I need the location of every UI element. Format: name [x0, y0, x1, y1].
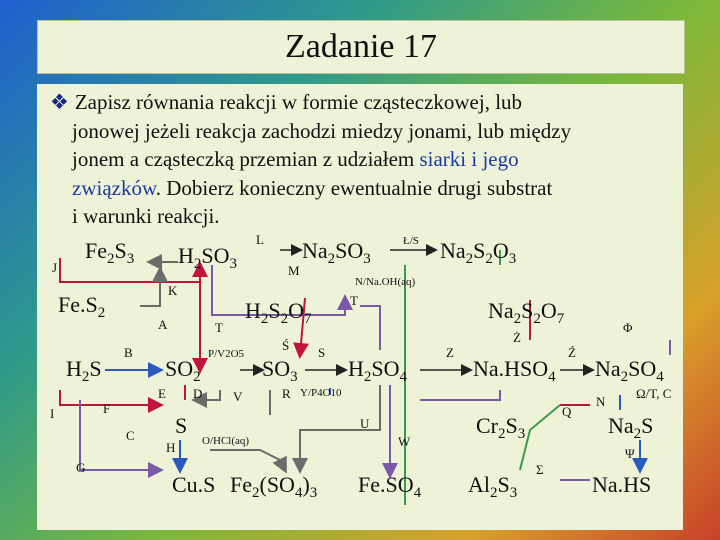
label-Psi: Ψ	[625, 446, 635, 461]
compound-nahs: Na.HS	[592, 472, 651, 497]
compound-h2so4: H2SO4	[348, 356, 408, 385]
label-Q: Q	[562, 404, 572, 419]
label-Z-acute: Ź	[568, 345, 576, 360]
arrows	[59, 244, 671, 505]
page-title: Zadanie 17	[285, 28, 437, 65]
bullet-icon: ❖	[50, 90, 69, 114]
compound-feso4: Fe.SO4	[358, 472, 422, 501]
label-Z-dot: Ż	[513, 330, 521, 345]
label-N-NaOH: N/Na.OH(aq)	[355, 276, 416, 288]
label-V: V	[233, 389, 243, 404]
label-U: U	[360, 416, 370, 431]
label-S: S	[318, 345, 325, 360]
compound-na2so3: Na2SO3	[302, 238, 371, 267]
compound-h2so3: H2SO3	[178, 243, 237, 272]
label-E: E	[158, 386, 166, 401]
compound-fe2so43: Fe2(SO4)3	[230, 472, 317, 501]
compound-cr2s3: Cr2S3	[476, 413, 525, 442]
label-R: R	[282, 386, 291, 401]
label-W: W	[398, 434, 411, 449]
compound-fes2: Fe.S2	[58, 292, 105, 321]
label-Y-P4O10: Y/P4O10	[300, 387, 342, 399]
compound-so2: SO2	[165, 356, 201, 385]
compound-na2s2o7: Na2S2O7	[488, 298, 565, 327]
label-Phi: Φ	[623, 320, 633, 335]
label-L: L	[256, 232, 264, 247]
reaction-labels: J L M Ł/S N/Na.OH(aq) K T A T Ż Φ B P/V2…	[50, 232, 671, 477]
compound-h2s: H2S	[66, 356, 102, 385]
compound-h2s2o7: H2S2O7	[245, 298, 312, 327]
compound-na2s: Na2S	[608, 413, 653, 442]
instruction-line-3: jonem a cząsteczką przemian z udziałem s…	[72, 147, 519, 171]
label-F: F	[103, 401, 110, 416]
label-L-S: Ł/S	[403, 235, 419, 247]
compound-al2s3: Al2S3	[468, 472, 517, 501]
instruction-highlight-2: związków	[72, 175, 156, 200]
compound-s: S	[175, 413, 187, 438]
label-I: I	[50, 406, 54, 421]
compound-cus: Cu.S	[172, 472, 215, 497]
label-O-HCl: O/HCl(aq)	[202, 435, 249, 447]
label-J: J	[52, 260, 57, 275]
label-H: H	[166, 440, 175, 455]
label-Omega-T-C: Ω/T, C	[636, 386, 671, 401]
label-M: M	[288, 263, 300, 278]
instruction-line-2: jonowej jeżeli reakcja zachodzi miedzy j…	[72, 118, 572, 143]
compound-na2s2o3: Na2S2O3	[440, 238, 516, 267]
label-S-acute: Ś	[282, 338, 289, 353]
instruction-highlight-1: siarki i jego	[419, 147, 519, 171]
label-Sigma: Σ	[536, 462, 544, 477]
instruction-line-5: i warunki reakcji.	[72, 204, 220, 228]
label-P-V2O5: P/V2O5	[208, 348, 245, 360]
compound-nahso4: Na.HSO4	[473, 356, 556, 385]
label-K: K	[168, 283, 178, 298]
label-T: T	[215, 320, 223, 335]
instruction-line-1: Zapisz równania reakcji w formie cząstec…	[74, 90, 523, 114]
title-bar: Zadanie 17	[37, 20, 685, 74]
label-D: D	[193, 386, 202, 401]
label-A: A	[158, 317, 168, 332]
instruction-text: ❖Zapisz równania reakcji w formie cząste…	[50, 88, 680, 231]
compound-na2so4: Na2SO4	[595, 356, 664, 385]
instruction-line-4: związków. Dobierz konieczny ewentualnie …	[72, 175, 553, 200]
compound-fe2s3: Fe2S3	[85, 238, 134, 267]
label-N: N	[596, 394, 606, 409]
compound-so3: SO3	[262, 356, 298, 385]
label-G: G	[76, 460, 85, 475]
label-B: B	[124, 345, 133, 360]
label-T-top: T	[350, 293, 358, 308]
label-Z: Z	[446, 345, 454, 360]
label-C: C	[126, 428, 135, 443]
